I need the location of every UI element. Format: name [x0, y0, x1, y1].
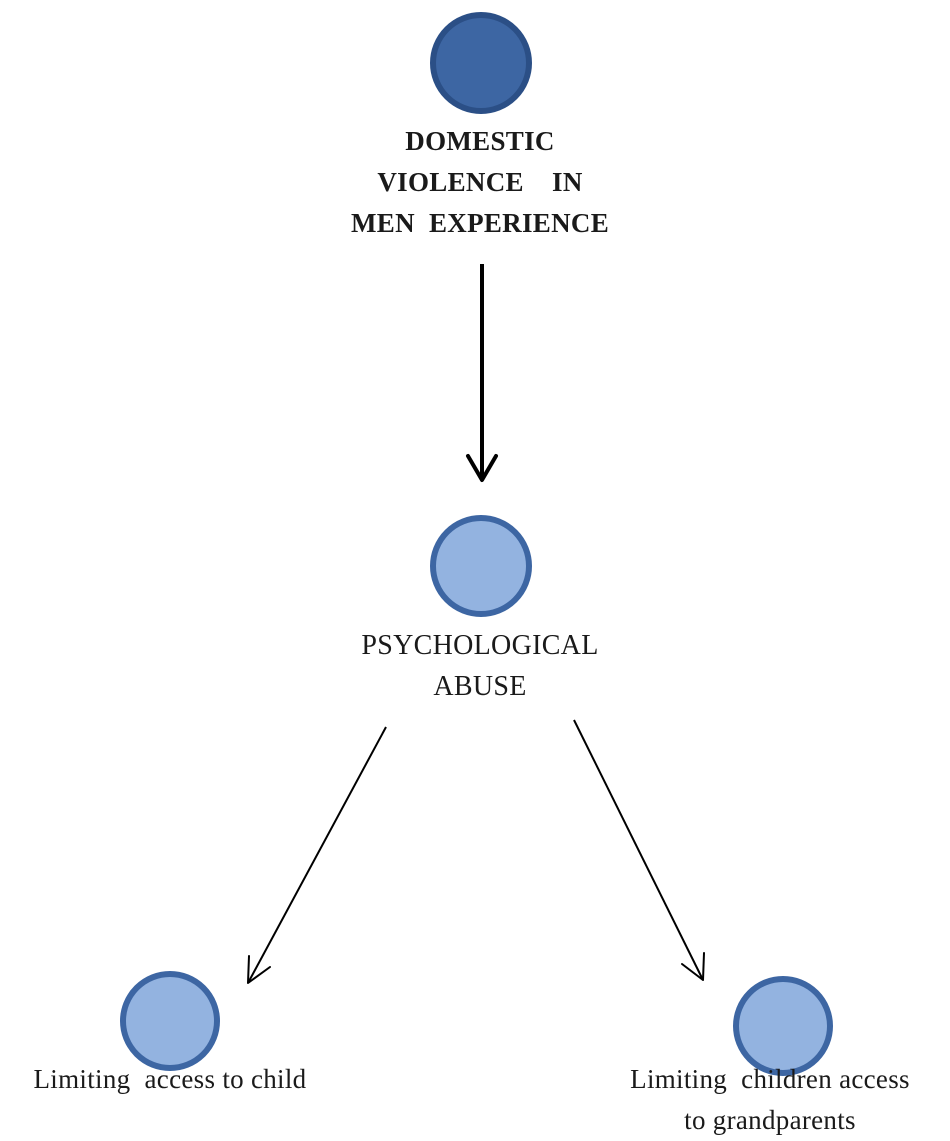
- root-node-circle: [430, 12, 532, 114]
- root-node-label: DOMESTIC VIOLENCE IN MEN EXPERIENCE: [300, 121, 660, 244]
- left-leaf-label-line-1: Limiting access to child: [33, 1064, 307, 1094]
- edge-middle-to-right-line: [573, 719, 704, 981]
- edge-middle-to-left: [247, 726, 387, 984]
- middle-label-line-1: PSYCHOLOGICAL: [361, 630, 599, 661]
- middle-node-label: PSYCHOLOGICAL ABUSE: [300, 625, 660, 707]
- middle-label-line-2: ABUSE: [433, 671, 527, 702]
- edge-middle-to-left-line: [247, 726, 387, 984]
- edge-middle-to-left-arrowhead: [247, 955, 271, 984]
- right-leaf-label-line-2: to grandparents: [684, 1105, 856, 1135]
- edge-root-to-middle-arrowhead: [466, 454, 498, 482]
- right-leaf-node-circle: [733, 976, 833, 1076]
- edge-middle-to-right-arrowhead: [681, 952, 705, 981]
- left-leaf-node-circle: [120, 971, 220, 1071]
- root-label-line-1: DOMESTIC: [405, 126, 555, 156]
- edge-middle-to-right: [573, 719, 705, 981]
- edge-root-to-middle: [466, 264, 498, 482]
- root-label-line-2: VIOLENCE IN: [377, 167, 583, 197]
- root-label-line-3: MEN EXPERIENCE: [350, 208, 610, 238]
- right-leaf-label: Limiting children access to grandparents: [590, 1059, 950, 1141]
- left-leaf-label: Limiting access to child: [0, 1059, 340, 1100]
- right-leaf-label-line-1: Limiting children access: [630, 1064, 910, 1094]
- middle-node-circle: [430, 515, 532, 617]
